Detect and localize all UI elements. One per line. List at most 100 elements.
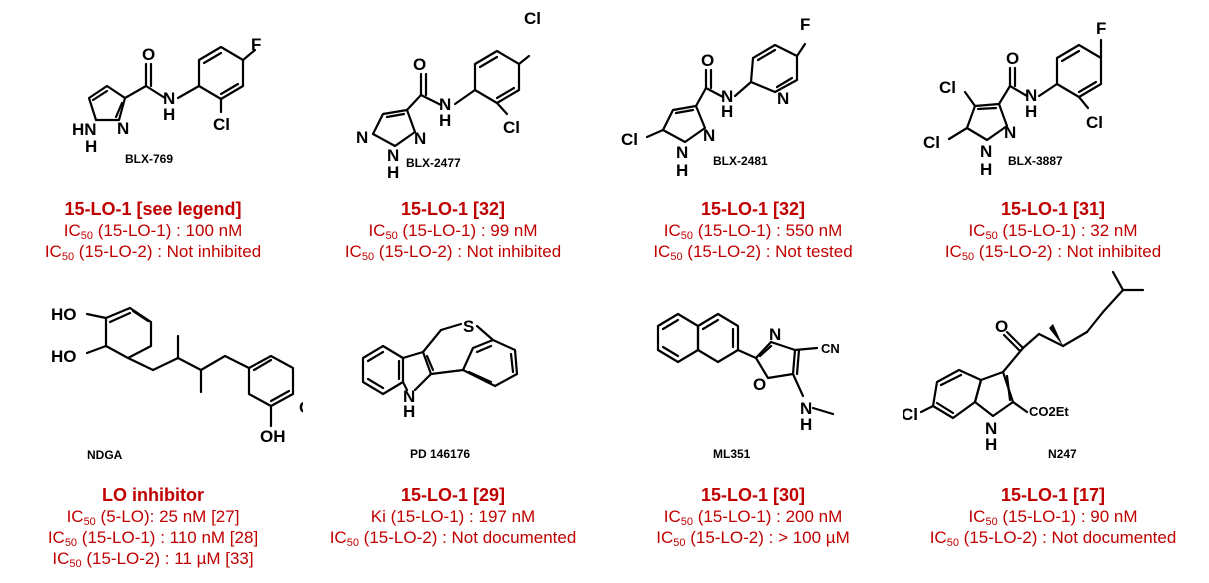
- structure-ml351: N O CN N H ML351: [603, 290, 903, 485]
- target-header: 15-LO-1 [29]: [400, 485, 506, 505]
- atom-n: N: [1025, 86, 1037, 105]
- compound-info: 15-LO-1 [30] IC50 (15-LO-1) : 200 nM IC5…: [603, 484, 903, 549]
- atom-o: O: [753, 375, 766, 394]
- atom-hn: HN: [72, 120, 97, 139]
- atom-cl: Cl: [213, 115, 230, 134]
- structure-ndga: HO HO OH OH NDGA: [3, 290, 303, 485]
- atom-f: F: [251, 35, 261, 54]
- atom-h: H: [676, 161, 688, 180]
- atom-n: N: [414, 129, 426, 148]
- target-header: 15-LO-1 [see legend]: [64, 199, 242, 219]
- target-header: 15-LO-1 [30]: [700, 485, 806, 505]
- atom-cl: Cl: [903, 405, 918, 424]
- atom-cl: Cl: [524, 9, 541, 28]
- structure-blx-2477: O N H N N N H Cl Cl BLX-2477: [303, 0, 603, 195]
- compound-pd-146176: S N H PD 146176 15-LO-1 [29] Ki (15-LO-1…: [303, 290, 603, 583]
- atom-n: N: [980, 142, 992, 161]
- atom-cl: Cl: [1086, 113, 1103, 132]
- atom-n: N: [163, 89, 175, 108]
- activity-line: IC50 (15-LO-1) : 90 nM: [968, 507, 1138, 528]
- atom-oh: OH: [260, 427, 286, 446]
- compound-name: ML351: [713, 447, 751, 461]
- atom-cl: Cl: [939, 78, 956, 97]
- atom-cl: Cl: [621, 130, 638, 149]
- activity-line: IC50 (15-LO-1) : 110 nM [28]: [47, 528, 259, 549]
- atom-n: N: [356, 128, 368, 147]
- structure-blx-3887: O N H N N H Cl Cl F Cl BLX-3887: [903, 0, 1203, 195]
- activity-line: IC50 (15-LO-2) : Not tested: [653, 242, 853, 263]
- compound-blx-2481: O N H N N N H Cl F BLX-2481 15-LO-1 [32]…: [603, 0, 903, 280]
- compound-ml351: N O CN N H ML351 15-LO-1 [30] IC50 (15-L…: [603, 290, 903, 583]
- compound-blx-2477: O N H N N N H Cl Cl BLX-2477 15-LO-1 [32…: [303, 0, 603, 280]
- compound-info: 15-LO-1 [32] IC50 (15-LO-1) : 99 nM IC50…: [303, 198, 603, 263]
- atom-h: H: [721, 102, 733, 121]
- atom-n: N: [403, 387, 415, 406]
- compound-info: 15-LO-1 [29] Ki (15-LO-1) : 197 nM IC50 …: [303, 484, 603, 549]
- target-header: 15-LO-1 [31]: [1000, 199, 1106, 219]
- target-header: LO inhibitor: [102, 485, 204, 505]
- compound-info: LO inhibitor IC50 (5-LO): 25 nM [27] IC5…: [3, 484, 303, 570]
- atom-n: N: [439, 95, 451, 114]
- activity-line: IC50 (15-LO-1) : 100 nM: [63, 221, 243, 242]
- atom-n: N: [769, 325, 781, 344]
- compound-name: N247: [1048, 447, 1077, 461]
- atom-h: H: [439, 111, 451, 130]
- atom-f: F: [1096, 19, 1106, 38]
- atom-h: H: [403, 402, 415, 421]
- compound-ndga: HO HO OH OH NDGA LO inhibitor IC50 (5-LO…: [3, 290, 303, 583]
- compound-name: PD 146176: [410, 447, 470, 461]
- atom-cn: CN: [821, 341, 840, 356]
- atom-cl: Cl: [923, 133, 940, 152]
- atom-n: N: [387, 146, 399, 165]
- atom-ho: HO: [51, 305, 77, 324]
- activity-line: IC50 (15-LO-2) : > 100 µM: [656, 528, 850, 549]
- activity-line: Ki (15-LO-1) : 197 nM: [370, 507, 536, 526]
- atom-h: H: [985, 435, 997, 454]
- compound-info: 15-LO-1 [32] IC50 (15-LO-1) : 550 nM IC5…: [603, 198, 903, 263]
- atom-oh: OH: [299, 398, 303, 417]
- atom-o: O: [1006, 49, 1019, 68]
- atom-cl: Cl: [503, 118, 520, 137]
- target-header: 15-LO-1 [32]: [400, 199, 506, 219]
- activity-line: IC50 (15-LO-1) : 200 nM: [663, 507, 843, 528]
- compound-info: 15-LO-1 [see legend] IC50 (15-LO-1) : 10…: [3, 198, 303, 263]
- atom-n: N: [985, 419, 997, 438]
- structure-blx-2481: O N H N N N H Cl F BLX-2481: [603, 0, 903, 195]
- activity-line: IC50 (15-LO-2) : Not inhibited: [344, 242, 562, 263]
- atom-o: O: [142, 45, 155, 64]
- atom-n: N: [117, 119, 129, 138]
- compound-n247: O CO2Et N H Cl N247 15-LO-1 [17] IC50 (1…: [903, 262, 1203, 583]
- compound-name: BLX-769: [125, 152, 173, 166]
- target-header: 15-LO-1 [17]: [1000, 485, 1106, 505]
- atom-h: H: [85, 137, 97, 156]
- activity-line: IC50 (15-LO-2) : Not inhibited: [44, 242, 262, 263]
- atom-ho: HO: [51, 347, 77, 366]
- compound-name: BLX-3887: [1008, 154, 1063, 168]
- atom-h: H: [1025, 102, 1037, 121]
- activity-line: IC50 (15-LO-2) : Not inhibited: [944, 242, 1162, 263]
- activity-line: IC50 (5-LO): 25 nM [27]: [66, 507, 240, 528]
- compound-name: NDGA: [87, 448, 123, 462]
- atom-n: N: [721, 87, 733, 106]
- activity-line: IC50 (15-LO-2) : Not documented: [329, 528, 577, 549]
- atom-n: N: [1004, 123, 1016, 142]
- compound-blx-769: O N H N HN H F Cl BLX-769 15-LO-1 [see l…: [3, 0, 303, 280]
- target-header: 15-LO-1 [32]: [700, 199, 806, 219]
- activity-line: IC50 (15-LO-1) : 99 nM: [368, 221, 538, 242]
- atom-o: O: [413, 55, 426, 74]
- atom-co2et: CO2Et: [1029, 404, 1069, 419]
- atom-h: H: [163, 105, 175, 124]
- atom-n: N: [676, 143, 688, 162]
- structure-pd-146176: S N H PD 146176: [303, 290, 603, 485]
- atom-h: H: [800, 415, 812, 434]
- atom-f: F: [800, 15, 810, 34]
- activity-line: IC50 (15-LO-2) : Not documented: [929, 528, 1177, 549]
- compound-info: 15-LO-1 [17] IC50 (15-LO-1) : 90 nM IC50…: [903, 484, 1203, 549]
- atom-n: N: [800, 399, 812, 418]
- atom-h: H: [980, 160, 992, 179]
- atom-s: S: [463, 317, 474, 336]
- activity-line: IC50 (15-LO-1) : 550 nM: [663, 221, 843, 242]
- compound-name: BLX-2481: [713, 154, 768, 168]
- atom-o: O: [995, 317, 1008, 336]
- activity-line: IC50 (15-LO-1) : 32 nM: [968, 221, 1138, 242]
